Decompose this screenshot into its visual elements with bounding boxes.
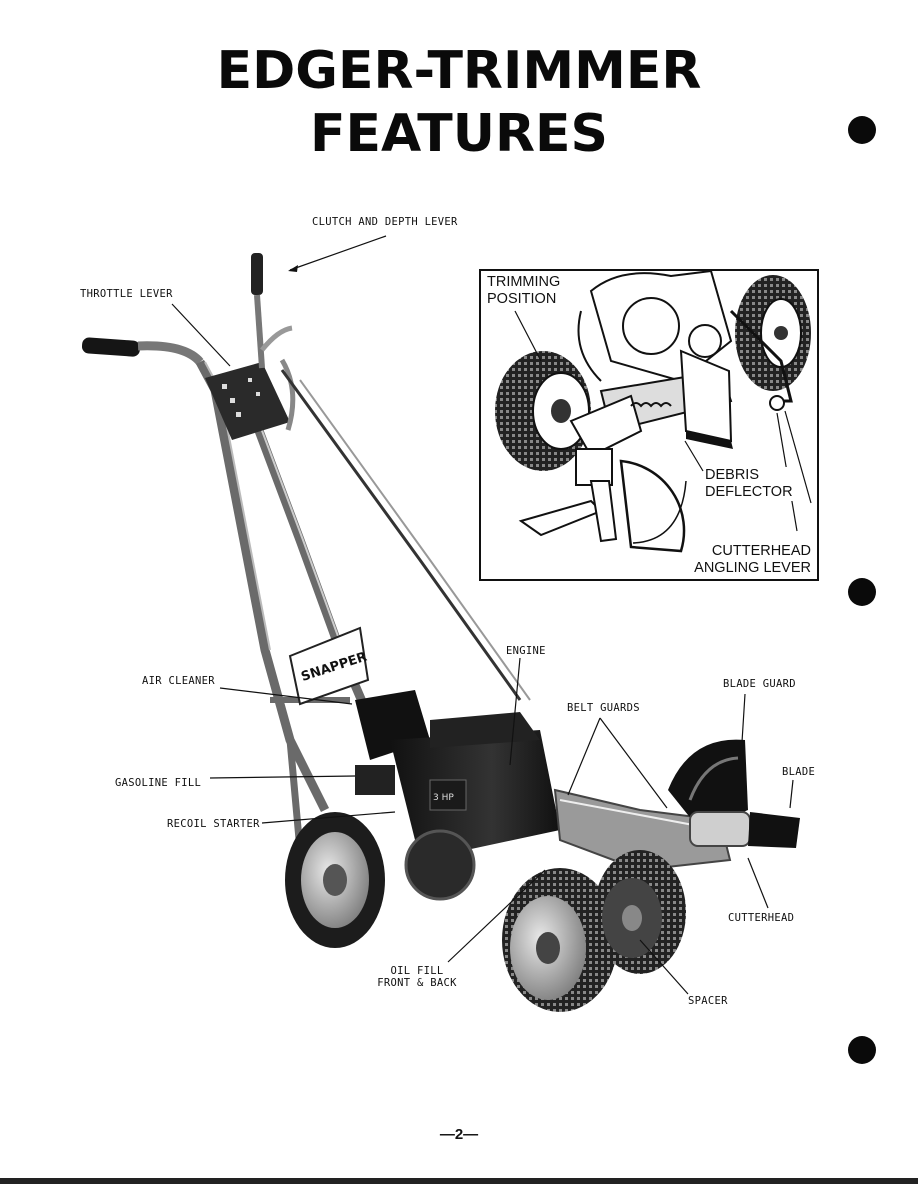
rear-left-wheel: [285, 812, 385, 948]
label-air-cleaner: AIR CLEANER: [142, 675, 215, 687]
trimming-position-inset: TRIMMING POSITION DEBRIS DEFLECTOR CUTTE…: [479, 269, 819, 581]
control-cable: [280, 369, 522, 701]
cutterhead-assembly: [689, 811, 800, 848]
binder-hole-middle: [848, 578, 876, 606]
handle-grip: [81, 337, 204, 366]
debris-deflector-label: DEBRIS DEFLECTOR: [705, 467, 793, 501]
blade-guard: [668, 739, 748, 830]
label-recoil-starter: RECOIL STARTER: [167, 818, 260, 830]
label-engine: ENGINE: [506, 645, 546, 657]
page-title-line2: FEATURES: [310, 104, 608, 164]
page-number: —2—: [439, 1126, 479, 1143]
label-oil-fill: OIL FILL FRONT & BACK: [377, 965, 457, 989]
front-wheel-2: [594, 850, 686, 974]
throttle-control-panel: [205, 358, 296, 440]
control-cable-2: [299, 379, 531, 701]
label-cutterhead: CUTTERHEAD: [728, 912, 795, 924]
label-spacer: SPACER: [688, 995, 728, 1007]
label-clutch-depth-lever: CLUTCH AND DEPTH LEVER: [312, 216, 458, 228]
cutterhead-angling-lever-label: CUTTERHEAD ANGLING LEVER: [694, 543, 811, 576]
label-throttle-lever: THROTTLE LEVER: [80, 288, 173, 300]
label-blade: BLADE: [782, 766, 816, 778]
snapper-brand-plate: SNAPPER: [288, 626, 370, 706]
page-title-line1: EDGER-TRIMMER: [216, 41, 702, 101]
label-belt-guards: BELT GUARDS: [567, 702, 640, 714]
trimming-position-label: TRIMMING POSITION: [487, 274, 561, 308]
label-gasoline-fill: GASOLINE FILL: [115, 777, 202, 789]
engine-block: 3 HP: [355, 690, 560, 901]
svg-text:3 HP: 3 HP: [433, 793, 454, 803]
leader-lines: [171, 235, 794, 995]
binder-hole-top: [848, 116, 876, 144]
front-wheel: [502, 868, 618, 1012]
label-blade-guard: BLADE GUARD: [723, 678, 796, 690]
bottom-edge-bar: [0, 1178, 918, 1184]
inset-illustration: [495, 271, 812, 553]
binder-hole-bottom: [848, 1036, 876, 1064]
clutch-lever: [251, 253, 293, 369]
